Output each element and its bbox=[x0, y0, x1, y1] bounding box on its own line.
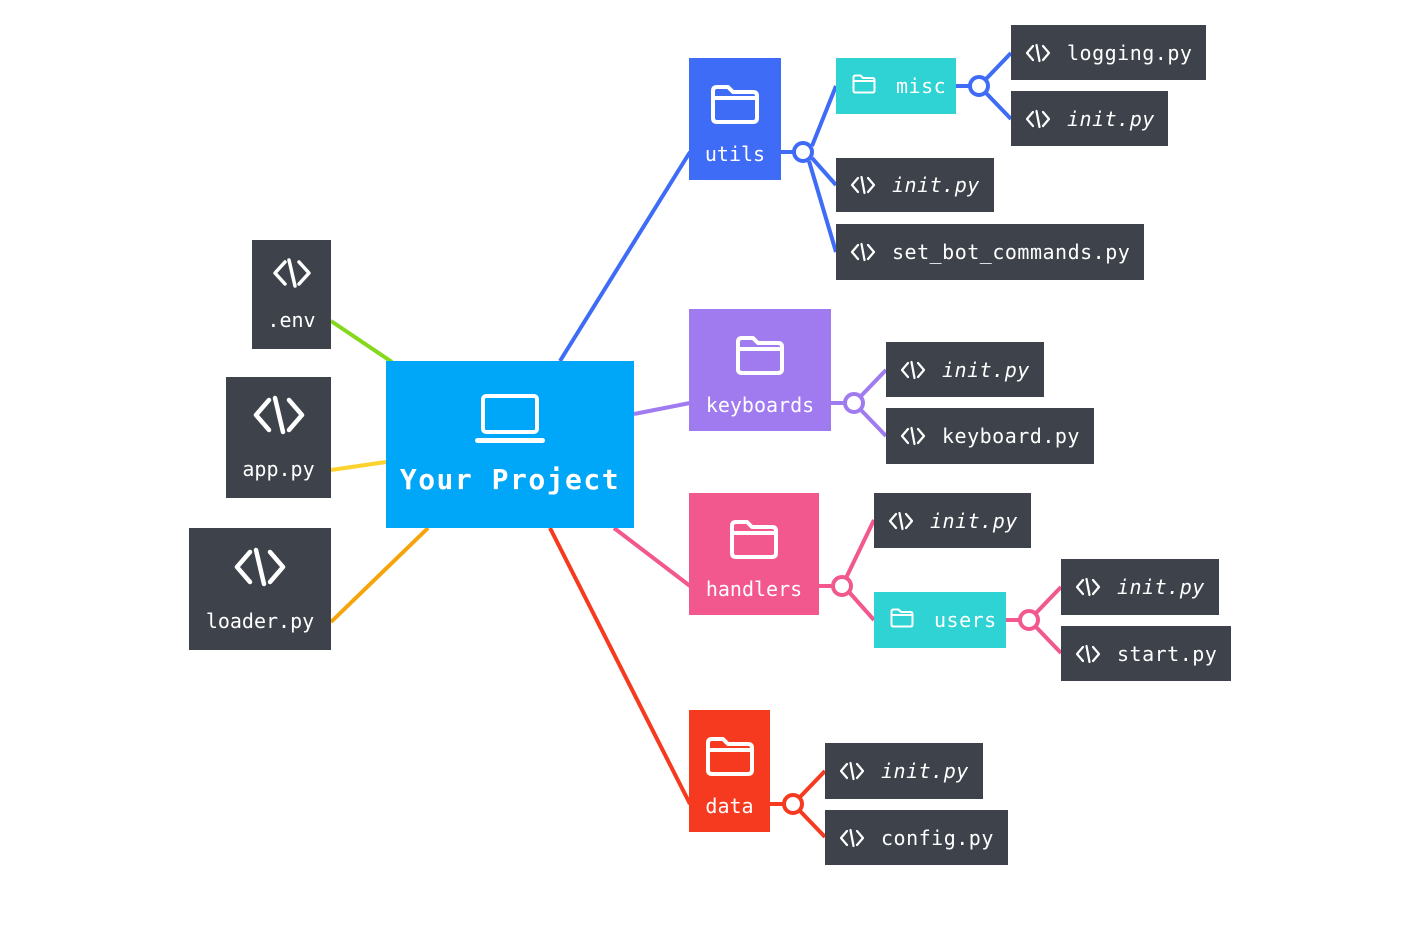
code-icon bbox=[900, 360, 926, 380]
folder-icon bbox=[705, 735, 755, 782]
connector-handlers bbox=[612, 526, 692, 588]
handlers-branch bbox=[819, 519, 1063, 655]
root-node-your-project[interactable]: Your Project bbox=[386, 361, 634, 528]
folder-icon bbox=[729, 518, 779, 565]
code-icon bbox=[272, 257, 312, 294]
file-label: loader.py bbox=[205, 608, 315, 633]
code-icon bbox=[1075, 577, 1101, 597]
file-label: init.py bbox=[1117, 575, 1205, 599]
subfolder-label: misc bbox=[896, 74, 947, 98]
file-label: .env bbox=[267, 308, 316, 332]
folder-node-utils[interactable]: utils bbox=[689, 58, 781, 180]
file-label: app.py bbox=[242, 457, 315, 481]
subfolder-node-users[interactable]: users bbox=[874, 592, 1006, 648]
folder-node-handlers[interactable]: handlers bbox=[689, 493, 819, 615]
connector-loader bbox=[329, 526, 430, 624]
folder-label: keyboards bbox=[705, 393, 815, 417]
folder-icon bbox=[890, 608, 914, 633]
connector-utils bbox=[558, 150, 692, 363]
code-icon bbox=[233, 546, 287, 593]
file-node-data-init[interactable]: init.py bbox=[825, 743, 983, 799]
file-label: init.py bbox=[881, 759, 969, 783]
folder-label: data bbox=[705, 794, 754, 818]
connector-data bbox=[548, 527, 692, 805]
file-label: config.py bbox=[881, 825, 994, 850]
root-title: Your Project bbox=[399, 463, 621, 496]
code-icon bbox=[839, 761, 865, 781]
folder-label: utils bbox=[704, 142, 766, 166]
file-node-app[interactable]: app.py bbox=[226, 377, 331, 498]
connector-env bbox=[329, 319, 394, 364]
code-icon bbox=[1025, 43, 1051, 63]
folder-label: handlers bbox=[705, 577, 803, 601]
file-node-logging[interactable]: logging.py bbox=[1011, 25, 1206, 80]
folder-icon bbox=[735, 334, 785, 381]
file-node-keyboard[interactable]: keyboard.py bbox=[886, 408, 1094, 464]
file-node-keyboards-init[interactable]: init.py bbox=[886, 342, 1044, 397]
subfolder-label: users bbox=[934, 608, 997, 632]
file-label: start.py bbox=[1117, 641, 1218, 666]
file-node-misc-init[interactable]: init.py bbox=[1011, 91, 1168, 146]
connector-app bbox=[330, 460, 387, 472]
code-icon bbox=[1075, 644, 1101, 664]
utils-branch bbox=[781, 51, 1013, 253]
code-icon bbox=[900, 426, 926, 446]
code-icon bbox=[850, 175, 876, 195]
subfolder-node-misc[interactable]: misc bbox=[836, 58, 956, 114]
code-icon bbox=[839, 828, 865, 848]
code-icon bbox=[1025, 109, 1051, 129]
file-node-loader[interactable]: loader.py bbox=[189, 528, 331, 650]
file-label: init.py bbox=[930, 508, 1018, 533]
folder-node-keyboards[interactable]: keyboards bbox=[689, 309, 831, 431]
file-node-config[interactable]: config.py bbox=[825, 810, 1008, 865]
code-icon bbox=[850, 242, 876, 262]
laptop-icon bbox=[474, 393, 546, 451]
file-label: init.py bbox=[942, 357, 1030, 382]
file-label: init.py bbox=[1067, 106, 1155, 131]
file-label: logging.py bbox=[1067, 40, 1193, 65]
file-node-set-bot-commands[interactable]: set_bot_commands.py bbox=[836, 224, 1144, 280]
file-node-utils-init[interactable]: init.py bbox=[836, 158, 994, 212]
file-node-users-init[interactable]: init.py bbox=[1061, 559, 1219, 615]
file-label: keyboard.py bbox=[942, 424, 1080, 448]
folder-icon bbox=[852, 74, 876, 99]
data-branch bbox=[770, 769, 827, 839]
code-icon bbox=[252, 394, 306, 441]
file-label: set_bot_commands.py bbox=[892, 240, 1131, 264]
code-icon bbox=[888, 511, 914, 531]
file-label: init.py bbox=[892, 173, 980, 197]
keyboards-branch bbox=[831, 368, 888, 438]
file-node-handlers-init[interactable]: init.py bbox=[874, 493, 1031, 548]
connector-keyboards bbox=[633, 401, 691, 416]
folder-icon bbox=[710, 83, 760, 130]
file-node-env[interactable]: .env bbox=[252, 240, 331, 349]
file-node-start[interactable]: start.py bbox=[1061, 626, 1231, 681]
folder-node-data[interactable]: data bbox=[689, 710, 770, 832]
